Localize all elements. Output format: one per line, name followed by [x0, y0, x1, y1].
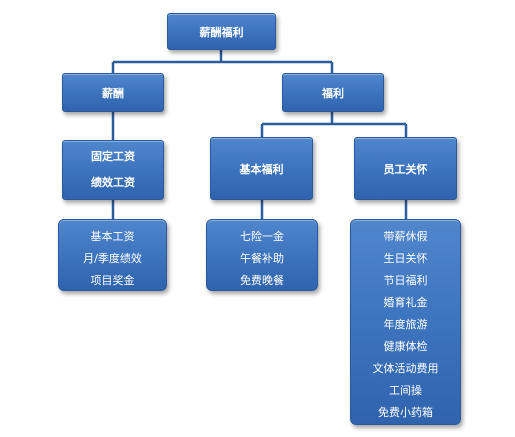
list-item: 健康体检: [383, 340, 428, 353]
basic-welfare-label: 基本福利: [239, 162, 284, 176]
list-item: 年度旅游: [383, 318, 428, 331]
list-item: 基本工资: [90, 230, 135, 243]
list-item: 婚育礼金: [383, 296, 428, 309]
list-item: 生日关怀: [383, 252, 428, 265]
list-item: 文体活动费用: [372, 362, 439, 375]
welfare-label: 福利: [322, 86, 344, 100]
list-item: 项目奖金: [90, 274, 135, 287]
salary-fixed-performance-node: 固定工资 绩效工资: [62, 140, 164, 200]
list-item: 免费小药箱: [378, 406, 433, 419]
list-item: 七险一金: [240, 230, 284, 243]
salary-node: 薪酬: [62, 73, 164, 112]
basic-welfare-node: 基本福利: [210, 137, 313, 200]
list-item: 免费晚餐: [240, 274, 284, 287]
employee-care-items-list: 带薪休假 生日关怀 节日福利 婚育礼金 年度旅游 健康体检 文体活动费用 工间操…: [350, 219, 461, 425]
root-label: 薪酬福利: [199, 25, 244, 39]
connector-root: [111, 50, 334, 73]
salary-label: 薪酬: [102, 86, 124, 100]
list-item: 月/季度绩效: [83, 252, 142, 265]
employee-care-label: 员工关怀: [383, 162, 428, 176]
connector-welfare: [260, 112, 408, 137]
list-item: 工间操: [389, 384, 422, 397]
salary-items-list: 基本工资 月/季度绩效 项目奖金: [58, 219, 167, 291]
basic-welfare-items-list: 七险一金 午餐补助 免费晚餐: [206, 219, 318, 291]
fixed-salary-label: 固定工资: [91, 150, 135, 163]
welfare-node: 福利: [282, 73, 384, 112]
list-item: 午餐补助: [240, 252, 284, 265]
list-item: 节日福利: [383, 274, 428, 287]
performance-salary-label: 绩效工资: [91, 176, 135, 189]
root-node: 薪酬福利: [167, 13, 276, 50]
list-item: 带薪休假: [383, 230, 428, 243]
employee-care-node: 员工关怀: [354, 137, 457, 200]
